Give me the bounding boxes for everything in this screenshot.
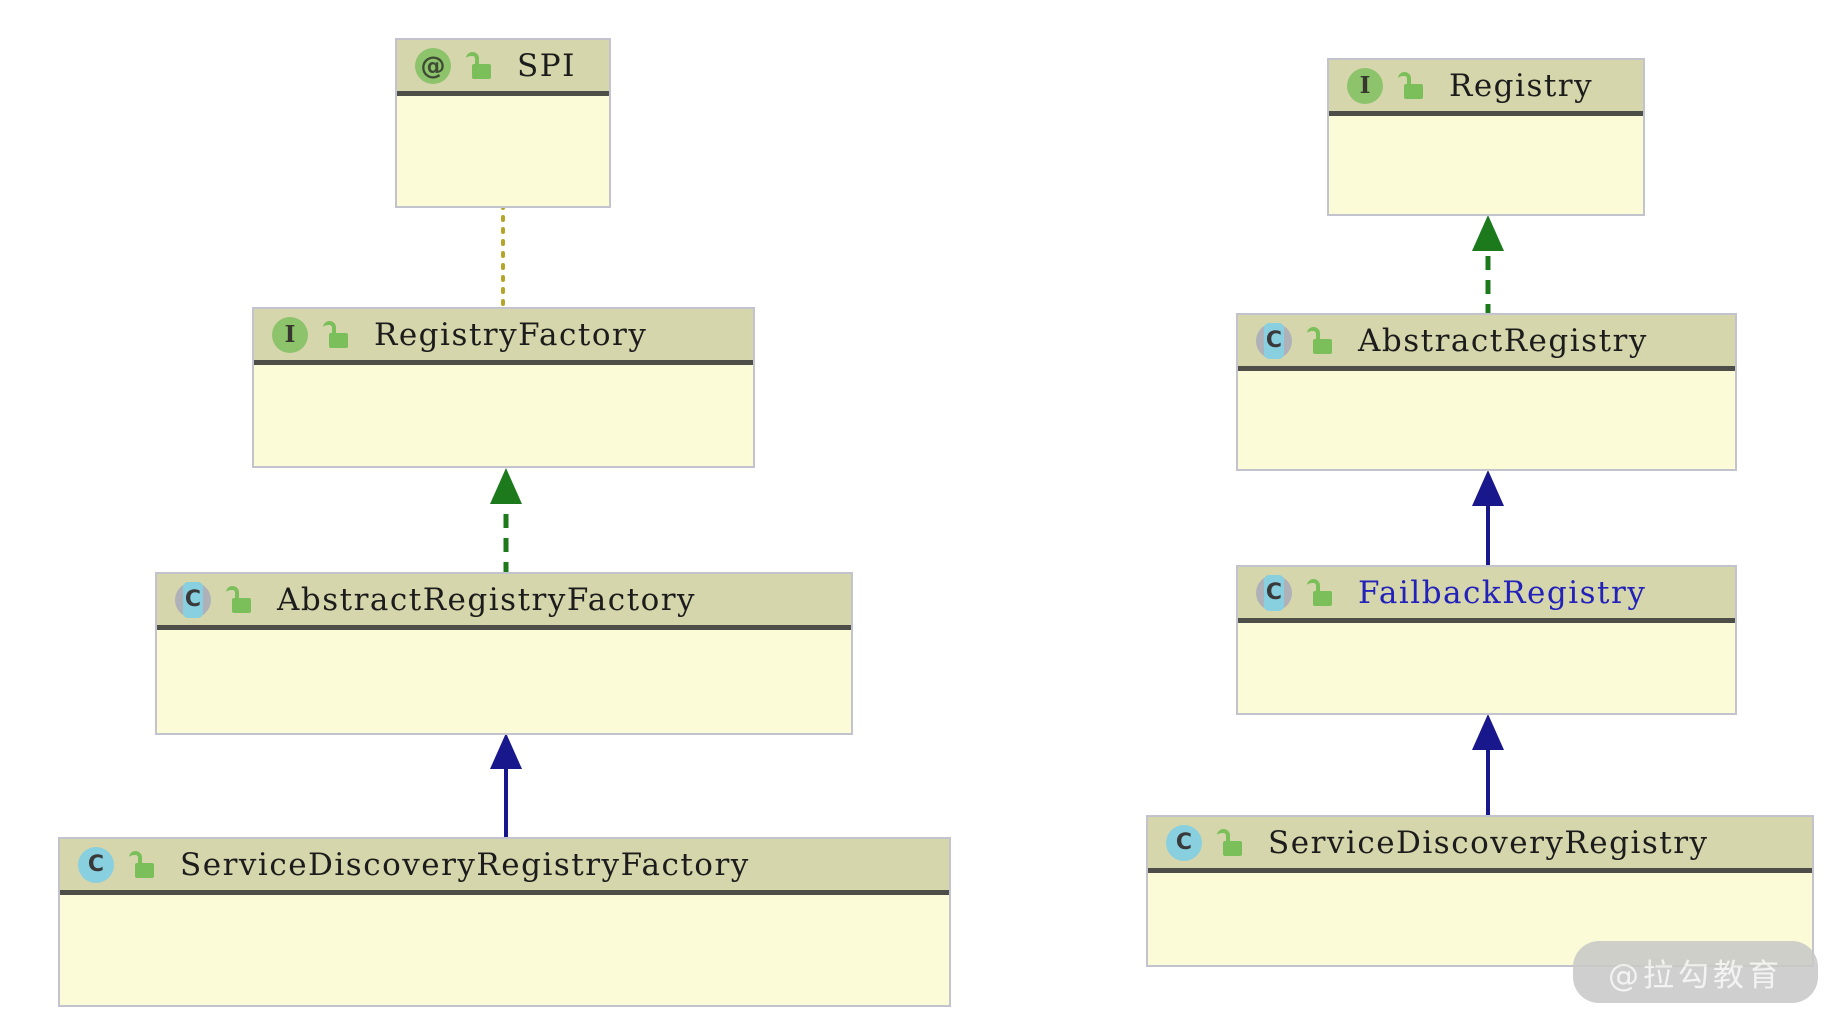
open-padlock-icon bbox=[318, 318, 348, 352]
uml-header-spi: @ SPI bbox=[397, 40, 609, 96]
uml-class-name: Registry bbox=[1449, 67, 1594, 104]
open-padlock-icon bbox=[1302, 576, 1332, 610]
uml-header-abstract-registry-factory: C AbstractRegistryFactory bbox=[157, 574, 851, 630]
class-c-icon: C bbox=[78, 846, 114, 883]
annotation-at-icon: @ bbox=[415, 47, 451, 84]
abstract-class-c-icon: C bbox=[1256, 322, 1292, 359]
uml-class-name: SPI bbox=[517, 47, 576, 84]
uml-class-box-failback-registry[interactable]: C FailbackRegistry bbox=[1236, 565, 1737, 715]
interface-i-icon: I bbox=[272, 316, 308, 353]
uml-class-box-registry-factory[interactable]: I RegistryFactory bbox=[252, 307, 755, 468]
uml-class-box-abstract-registry-factory[interactable]: C AbstractRegistryFactory bbox=[155, 572, 853, 735]
watermark: @拉勾教育 bbox=[1573, 941, 1818, 1003]
connector-service-discovery-registry-factory-extends-abstract-registry-factory[interactable] bbox=[488, 731, 524, 841]
uml-header-registry-factory: I RegistryFactory bbox=[254, 309, 753, 365]
uml-header-service-discovery-registry-factory: C ServiceDiscoveryRegistryFactory bbox=[60, 839, 949, 895]
connector-spi-to-registry-factory[interactable] bbox=[493, 203, 513, 313]
uml-class-box-registry[interactable]: I Registry bbox=[1327, 58, 1645, 216]
uml-header-abstract-registry: C AbstractRegistry bbox=[1238, 315, 1735, 371]
open-padlock-icon bbox=[124, 848, 154, 882]
uml-class-name: AbstractRegistry bbox=[1358, 322, 1648, 359]
uml-header-service-discovery-registry: C ServiceDiscoveryRegistry bbox=[1148, 817, 1812, 873]
open-padlock-icon bbox=[221, 583, 251, 617]
connector-abstract-registry-factory-implements-registry-factory[interactable] bbox=[488, 466, 524, 576]
uml-class-name: RegistryFactory bbox=[374, 316, 648, 353]
interface-i-icon: I bbox=[1347, 67, 1383, 104]
uml-class-box-spi[interactable]: @ SPI bbox=[395, 38, 611, 208]
uml-class-box-service-discovery-registry[interactable]: C ServiceDiscoveryRegistry bbox=[1146, 815, 1814, 967]
uml-class-name: FailbackRegistry bbox=[1358, 574, 1647, 611]
class-c-icon: C bbox=[1166, 824, 1202, 861]
uml-class-box-service-discovery-registry-factory[interactable]: C ServiceDiscoveryRegistryFactory bbox=[58, 837, 951, 1007]
watermark-text: @拉勾教育 bbox=[1608, 957, 1783, 994]
open-padlock-icon bbox=[461, 49, 491, 83]
connector-abstract-registry-implements-registry[interactable] bbox=[1470, 213, 1506, 318]
connector-service-discovery-registry-extends-failback-registry[interactable] bbox=[1470, 712, 1506, 818]
abstract-class-c-icon: C bbox=[1256, 574, 1292, 611]
uml-header-registry: I Registry bbox=[1329, 60, 1643, 116]
uml-header-failback-registry: C FailbackRegistry bbox=[1238, 567, 1735, 623]
abstract-class-c-icon: C bbox=[175, 581, 211, 618]
open-padlock-icon bbox=[1393, 69, 1423, 103]
uml-class-name: AbstractRegistryFactory bbox=[277, 581, 697, 618]
uml-class-box-abstract-registry[interactable]: C AbstractRegistry bbox=[1236, 313, 1737, 471]
open-padlock-icon bbox=[1302, 324, 1332, 358]
uml-class-name: ServiceDiscoveryRegistry bbox=[1268, 824, 1709, 861]
connector-failback-registry-extends-abstract-registry[interactable] bbox=[1470, 468, 1506, 568]
uml-class-name: ServiceDiscoveryRegistryFactory bbox=[180, 846, 750, 883]
open-padlock-icon bbox=[1212, 826, 1242, 860]
